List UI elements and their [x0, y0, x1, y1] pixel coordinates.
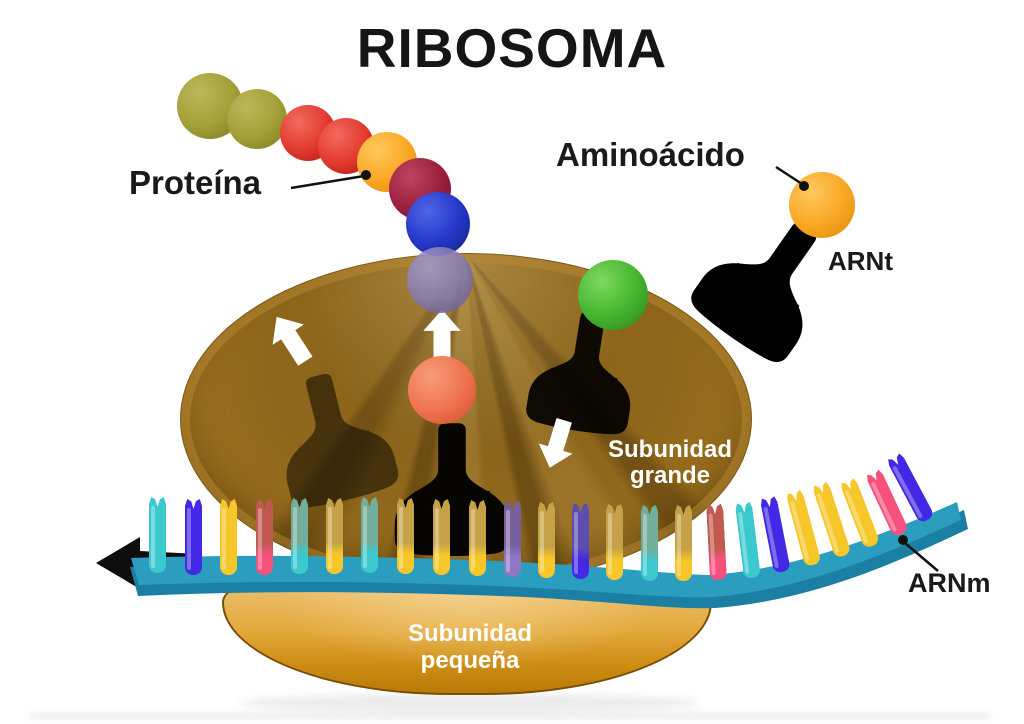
mrna-nucleotide-yellow [433, 499, 450, 575]
mrna-nucleotide-blue [760, 496, 791, 574]
mrna-nucleotide-yellow [220, 499, 237, 575]
amino-acid-label: Aminoácido [556, 136, 745, 173]
mrna-nucleotide-cyan [291, 498, 308, 574]
amino-acid-on-site [408, 356, 476, 424]
small-subunit-label: Subunidad pequeña [370, 620, 570, 674]
mrna-nucleotide-cyan [641, 505, 658, 581]
protein-label: Proteína [129, 164, 262, 201]
small-subunit-shadow [240, 694, 700, 712]
protein-bead-2 [227, 89, 287, 149]
amino-acid-entering [578, 260, 648, 330]
protein-pointer-line [290, 174, 365, 190]
mrna-nucleotide-yellow [606, 504, 623, 580]
page-title: RIBOSOMA [356, 17, 668, 79]
protein-bead-8 [407, 247, 473, 313]
small-subunit-label-line1: Subunidad [408, 620, 532, 647]
mrna-nucleotide-cyan [149, 497, 166, 573]
mrna-nucleotide-yellow [397, 498, 414, 574]
mrna-pointer-line [904, 542, 939, 572]
mrna-direction-arrow [96, 537, 198, 589]
mrna-nucleotide-pink [706, 504, 727, 581]
mrna-nucleotide-cyan [735, 502, 761, 580]
trna-label: ARNt [828, 246, 893, 276]
mrna-label: ARNm [908, 568, 991, 598]
amino-acid-on-trna [789, 172, 855, 238]
protein-bead-7 [406, 192, 470, 256]
mrna-nucleotide-yellow [469, 500, 486, 576]
small-subunit-label-line2: pequeña [420, 647, 520, 674]
large-subunit-label: Subunidad grande [580, 437, 760, 489]
mrna-nucleotide-yellow [675, 505, 692, 581]
mrna-nucleotide-yellow [326, 498, 343, 574]
mrna-nucleotide-yellow [538, 502, 555, 578]
mrna-nucleotide-blue [572, 503, 589, 579]
floor-shadow [30, 712, 990, 720]
mrna-nucleotide-blue [185, 499, 202, 575]
mrna-pointer-dot [898, 535, 908, 545]
mrna-nucleotide-pink [256, 499, 273, 575]
mrna-nucleotide-purple [504, 501, 521, 577]
mrna-nucleotide-yellow [786, 489, 822, 567]
mrna-nucleotide-cyan [361, 497, 378, 573]
large-subunit-label-line1: Subunidad [608, 436, 732, 463]
large-subunit-label-line2: grande [629, 462, 710, 489]
